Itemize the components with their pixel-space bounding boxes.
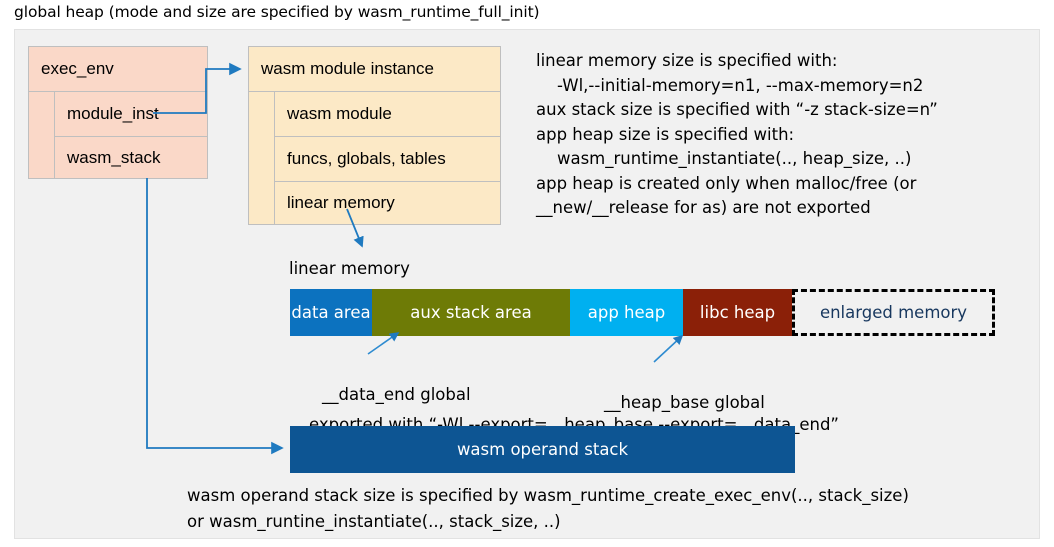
memory-segment-libc-heap: libc heap <box>683 289 792 336</box>
memory-segment-label: libc heap <box>699 303 776 322</box>
wasm-module-instance-box: wasm module instance wasm module funcs, … <box>248 46 501 225</box>
linear-memory-caption: linear memory <box>289 259 410 278</box>
operand-stack-footnote: wasm operand stack size is specified by … <box>187 486 909 531</box>
module-instance-body: wasm module funcs, globals, tables linea… <box>249 92 500 225</box>
memory-segment-label: app heap <box>587 303 666 322</box>
module-instance-fields: wasm module funcs, globals, tables linea… <box>275 92 500 225</box>
page-title: global heap (mode and size are specified… <box>14 3 540 21</box>
exec-env-header: exec_env <box>29 47 207 92</box>
wasm-operand-stack-label: wasm operand stack <box>456 440 629 459</box>
exec-env-box: exec_env module_inst wasm_stack <box>28 46 208 179</box>
exec-env-indent <box>29 92 55 179</box>
module-instance-indent <box>249 92 275 225</box>
memory-segment-app-heap: app heap <box>570 289 683 336</box>
configuration-notes: linear memory size is specified with: -W… <box>536 51 938 217</box>
exec-env-fields: module_inst wasm_stack <box>55 92 207 179</box>
data-end-global-label: __data_end global <box>322 385 471 404</box>
heap-base-global-label: __heap_base global <box>604 393 765 412</box>
module-instance-field-linear-memory: linear memory <box>275 180 500 225</box>
memory-segment-aux-stack-area: aux stack area <box>372 289 570 336</box>
module-instance-header: wasm module instance <box>249 47 500 92</box>
module-instance-field-wasm-module: wasm module <box>287 104 392 124</box>
memory-segment-data-area: data area <box>290 289 372 336</box>
global-heap-panel: exec_env module_inst wasm_stack wasm mod… <box>14 29 1040 539</box>
exec-env-body: module_inst wasm_stack <box>29 92 207 179</box>
wasm-operand-stack-box: wasm operand stack <box>290 426 795 473</box>
memory-segment-label: data area <box>291 303 371 322</box>
memory-segment-label: aux stack area <box>410 303 532 322</box>
linear-memory-bar: data area aux stack area app heap libc heap… <box>290 289 995 336</box>
exec-env-field-module-inst: module_inst <box>67 103 159 123</box>
module-instance-field-funcs-globals-tables: funcs, globals, tables <box>275 136 500 180</box>
memory-segment-label: enlarged memory <box>819 303 968 322</box>
memory-segment-enlarged-memory: enlarged memory <box>792 289 995 336</box>
exec-env-field-wasm-stack: wasm_stack <box>55 135 207 180</box>
